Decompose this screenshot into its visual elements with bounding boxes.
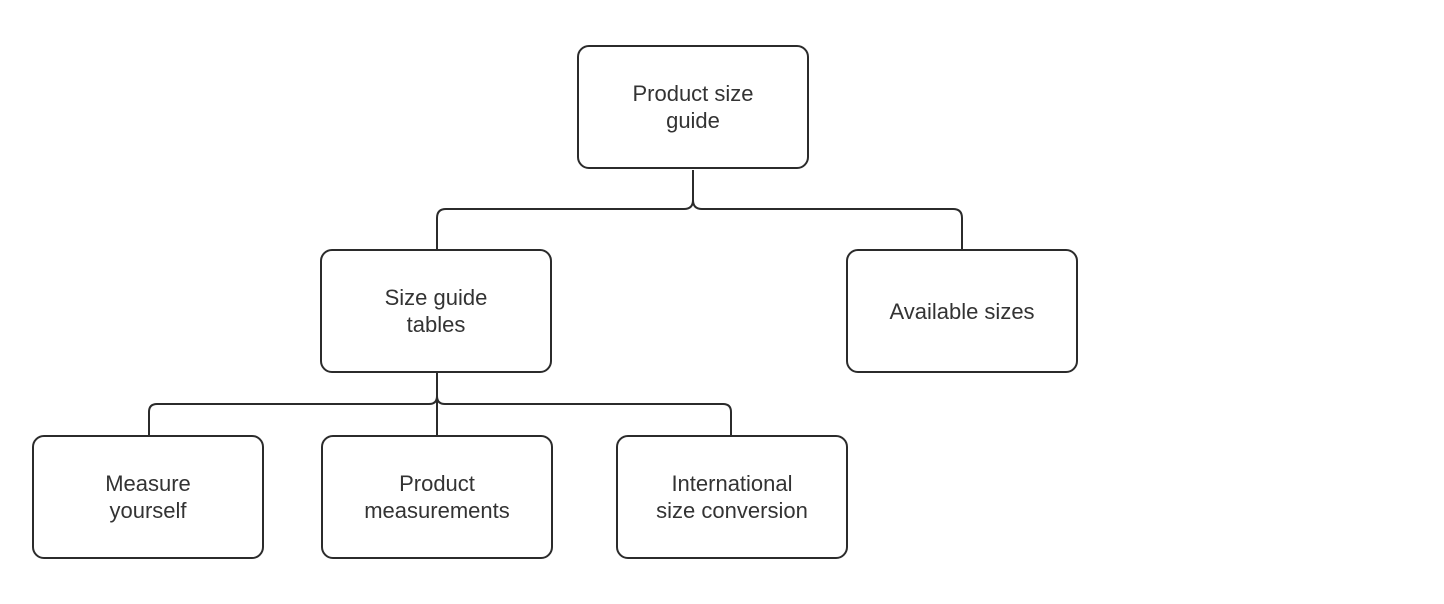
node-international-size-conversion[interactable]: International size conversion — [616, 435, 848, 559]
node-label: Size guide tables — [384, 285, 488, 337]
node-label: Product measurements — [364, 471, 510, 523]
node-product-measurements[interactable]: Product measurements — [321, 435, 553, 559]
node-label: International size conversion — [656, 471, 808, 523]
node-label: Measure yourself — [105, 471, 191, 523]
node-available-sizes[interactable]: Available sizes — [846, 249, 1078, 373]
node-label: Product size guide — [632, 81, 754, 133]
node-label: Available sizes — [889, 298, 1035, 324]
node-measure-yourself[interactable]: Measure yourself — [32, 435, 264, 559]
node-size-guide-tables[interactable]: Size guide tables — [320, 249, 552, 373]
node-product-size-guide[interactable]: Product size guide — [577, 45, 809, 169]
connector-root-to-children — [436, 170, 963, 250]
connector-tables-to-children — [148, 373, 732, 436]
